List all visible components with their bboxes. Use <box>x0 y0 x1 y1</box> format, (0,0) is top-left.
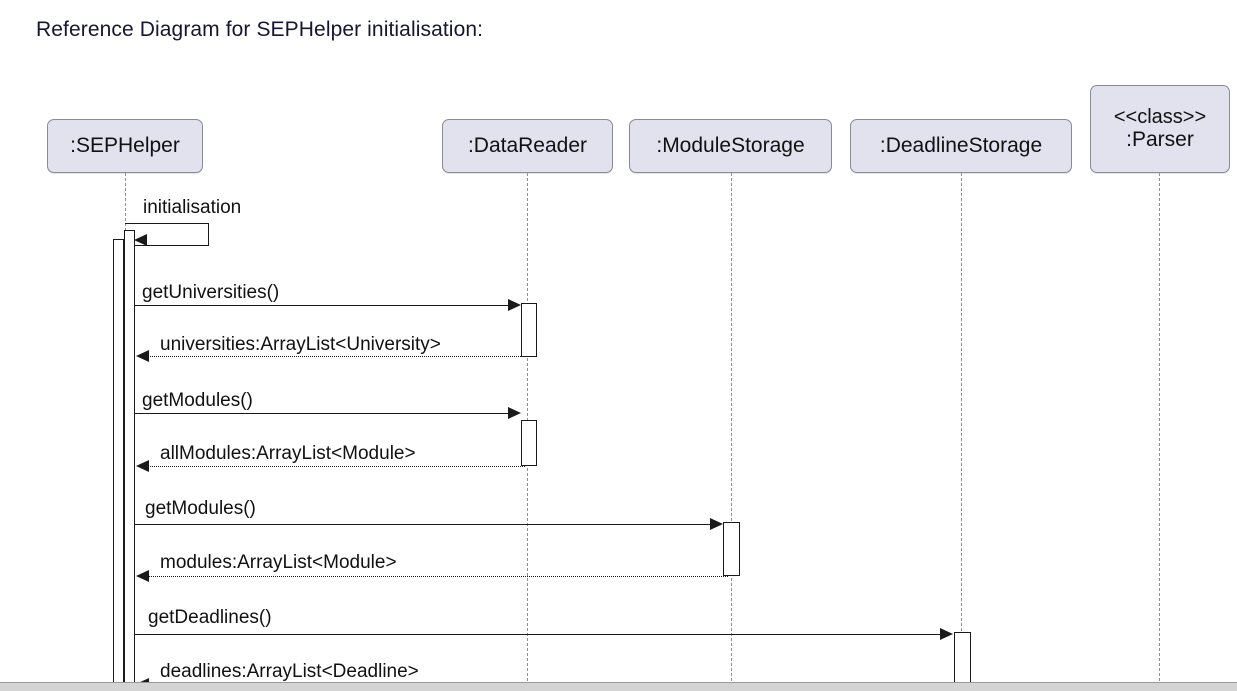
lifeline-modulestorage <box>731 173 732 691</box>
message-line-getdeadlines <box>135 634 945 635</box>
message-line-modules-return <box>148 576 728 577</box>
arrowhead-allmodules-return <box>136 460 149 472</box>
message-label-getmodules-modulestorage: getModules() <box>145 498 256 519</box>
participant-label: :Parser <box>1126 128 1194 152</box>
page-title: Reference Diagram for SEPHelper initiali… <box>36 18 484 41</box>
activation-datareader-1 <box>521 303 537 357</box>
message-label-allmodules-return: allModules:ArrayList<Module> <box>160 443 416 464</box>
activation-sephelper-outer <box>113 239 124 691</box>
activation-datareader-2 <box>521 420 537 466</box>
participant-label: :DataReader <box>467 134 588 158</box>
arrowhead-modules-return <box>136 570 149 582</box>
participant-label: :ModuleStorage <box>656 134 805 158</box>
arrowhead-getuniversities <box>508 299 521 311</box>
activation-deadlinestorage-1 <box>954 632 971 683</box>
message-line-universities-return <box>148 356 525 357</box>
message-label-modules-return: modules:ArrayList<Module> <box>160 552 397 573</box>
arrowhead-initialisation-return <box>134 234 147 246</box>
message-label-deadlines-return: deadlines:ArrayList<Deadline> <box>160 661 419 682</box>
message-line-getmodules-datareader <box>135 413 513 414</box>
lifeline-deadlinestorage <box>961 173 962 691</box>
participant-label: :DeadlineStorage <box>879 134 1043 158</box>
activation-modulestorage-1 <box>723 522 740 576</box>
message-label-getdeadlines: getDeadlines() <box>148 607 272 628</box>
arrowhead-getmodules-modulestorage <box>710 518 723 530</box>
self-call-initialisation <box>125 223 209 246</box>
participant-sephelper: :SEPHelper <box>47 119 203 173</box>
message-line-allmodules-return <box>148 466 525 467</box>
participant-stereotype: <<class>> <box>1113 106 1207 129</box>
message-label-initialisation: initialisation <box>143 197 242 218</box>
arrowhead-getmodules-datareader <box>508 407 521 419</box>
participant-parser: <<class>> :Parser <box>1090 85 1230 173</box>
activation-sephelper-inner <box>124 230 135 691</box>
message-label-getuniversities: getUniversities() <box>142 282 280 303</box>
page-bottom-edge <box>0 682 1237 691</box>
participant-modulestorage: :ModuleStorage <box>629 119 832 173</box>
message-label-getmodules-datareader: getModules() <box>142 390 253 411</box>
arrowhead-getdeadlines <box>940 628 953 640</box>
message-line-getuniversities <box>135 305 513 306</box>
lifeline-parser <box>1159 173 1160 691</box>
arrowhead-universities-return <box>136 350 149 362</box>
message-line-getmodules-modulestorage <box>135 524 715 525</box>
message-label-universities-return: universities:ArrayList<University> <box>160 334 441 355</box>
participant-datareader: :DataReader <box>442 119 613 173</box>
participant-label: :SEPHelper <box>70 134 180 158</box>
participant-deadlinestorage: :DeadlineStorage <box>850 119 1072 173</box>
